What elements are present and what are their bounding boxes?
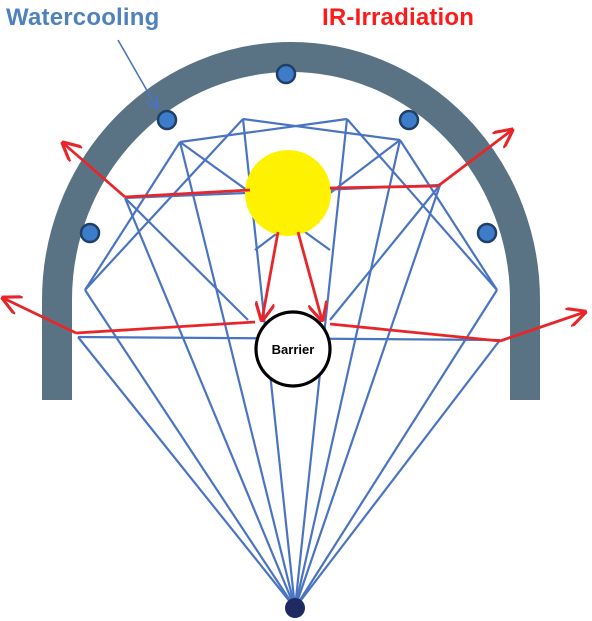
watercooling-pointer xyxy=(117,39,157,108)
barrier xyxy=(254,310,332,388)
watercooling-label: Watercooling xyxy=(6,4,160,31)
reflector-arch xyxy=(42,42,540,400)
cooling-channel xyxy=(275,63,297,85)
ir-rays xyxy=(3,130,585,343)
ir-irradiation-label: IR-Irradiation xyxy=(322,4,475,31)
cooling-channel xyxy=(156,109,178,131)
cooling-channel xyxy=(476,222,498,244)
cooling-channel xyxy=(79,222,101,244)
cooling-channels xyxy=(79,63,498,244)
ir-lamp xyxy=(245,150,331,236)
focus-point xyxy=(285,598,305,618)
cooling-channel xyxy=(398,109,420,131)
barrier-label: Barrier xyxy=(272,342,315,357)
